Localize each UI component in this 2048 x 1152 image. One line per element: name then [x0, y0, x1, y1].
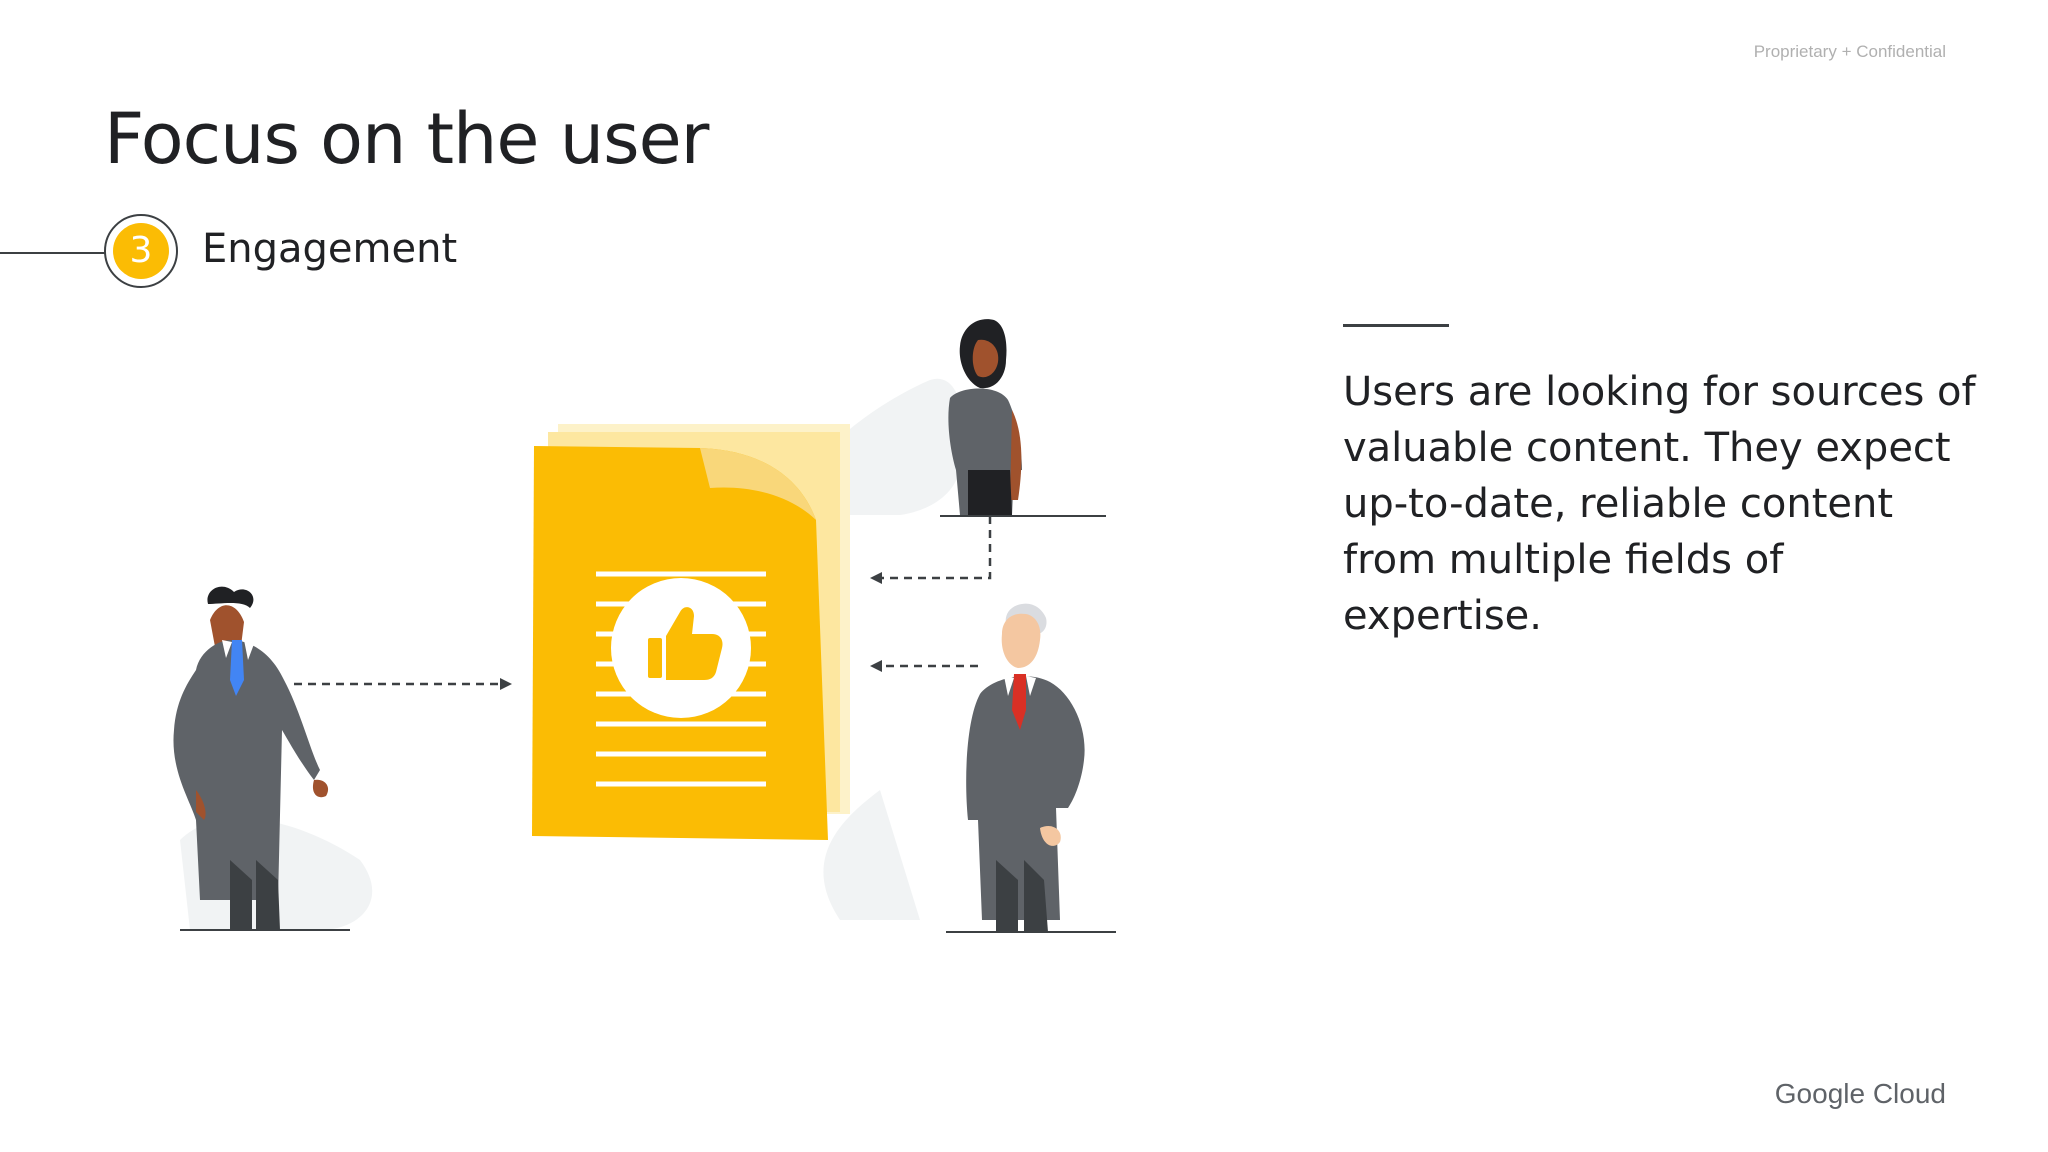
person-top-right [940, 319, 1106, 517]
description-text: Users are looking for sources of valuabl… [1343, 369, 1976, 639]
confidential-label: Proprietary + Confidential [1753, 42, 1946, 61]
step-connector-line [0, 252, 108, 254]
text-divider [1343, 324, 1449, 327]
step-number: 3 [113, 223, 169, 279]
arrows [294, 516, 992, 686]
document-icon [532, 424, 850, 840]
engagement-illustration [173, 319, 1116, 933]
slide-title: Focus on the user [104, 98, 709, 180]
step-label: Engagement [202, 226, 458, 272]
thumbs-up-icon [648, 607, 723, 680]
person-left [173, 586, 350, 931]
step-badge: 3 [104, 214, 178, 288]
person-bottom-right [946, 603, 1116, 933]
google-cloud-logo: Google Cloud [1774, 1078, 1946, 1109]
arrow-top-right-to-document [880, 516, 992, 580]
background-blob-bottom-right [823, 790, 920, 920]
